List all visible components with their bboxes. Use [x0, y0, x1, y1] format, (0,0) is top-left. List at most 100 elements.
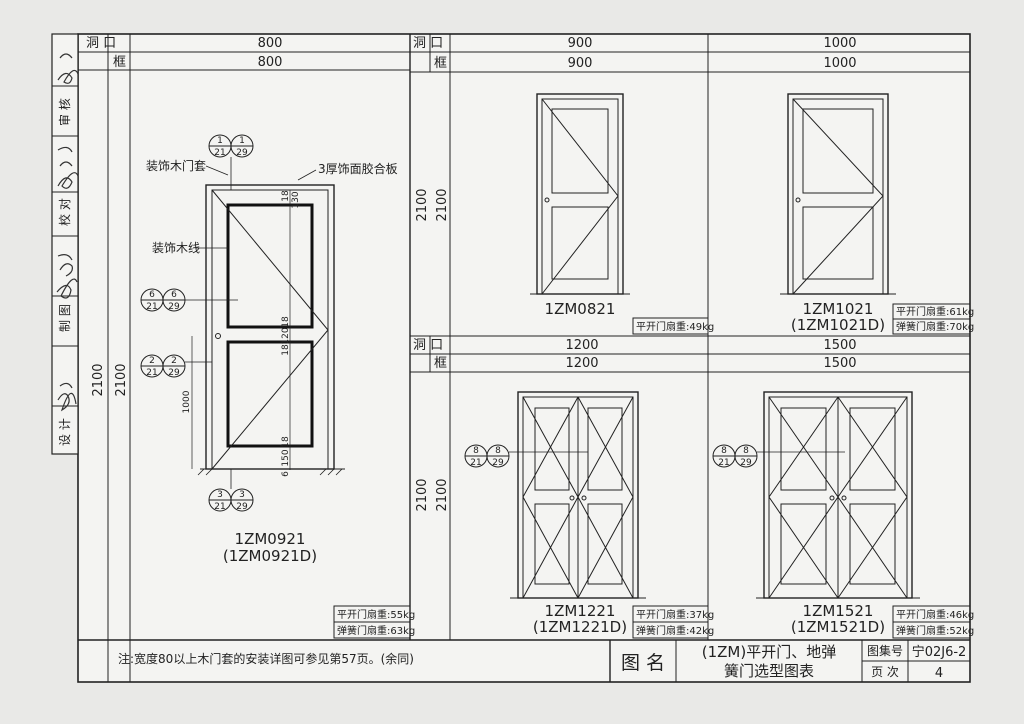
- frame-width-b: 900: [568, 56, 593, 71]
- detail-callout-1: 1 21 1 29: [208, 134, 254, 190]
- review-label: 审 核: [57, 98, 72, 126]
- svg-text:6: 6: [171, 290, 177, 300]
- dim-mid-b: 18: [281, 344, 291, 356]
- frame-width-e: 1500: [823, 356, 856, 371]
- svg-text:8: 8: [473, 446, 479, 456]
- svg-text:6: 6: [149, 290, 155, 300]
- svg-text:29: 29: [168, 368, 180, 378]
- svg-text:2: 2: [149, 356, 155, 366]
- panel-1zm0821: 洞 口 框 900 900 2100 2100 1ZM0821 平开门扇重:49…: [413, 36, 714, 335]
- title-block-label: 图 名: [621, 652, 665, 674]
- dim-130: 130: [291, 191, 301, 208]
- svg-text:8: 8: [721, 446, 727, 456]
- door-handle: [215, 333, 221, 339]
- opening-height-b: 2100: [415, 188, 430, 221]
- dim-handle-height: 1000: [182, 390, 192, 413]
- label-decorative-trim: 装饰木线: [152, 241, 200, 255]
- opening-width-d: 1200: [565, 338, 598, 353]
- weight-swing: 平开门扇重:55kg: [337, 608, 415, 621]
- svg-text:1: 1: [217, 136, 223, 146]
- detail-callout-8-e: 8 21 8 29: [712, 444, 845, 468]
- drawing-title-line-1: (1ZM)平开门、地弹: [702, 643, 836, 661]
- weight-swing-d: 平开门扇重:37kg: [636, 608, 714, 621]
- dim-top: 18: [281, 190, 291, 202]
- svg-text:3: 3: [239, 490, 245, 500]
- frame-width-d: 1200: [565, 356, 598, 371]
- weight-spring-e: 弹簧门扇重:52kg: [896, 624, 974, 637]
- dim-6: 6: [281, 471, 291, 477]
- panel-1zm0921: 洞 口 框 800 800 2100 2100 1 21 1 29 装饰木门套: [78, 34, 415, 682]
- dim-mid-a: 18: [281, 316, 291, 328]
- drawing-note: 注:宽度80以上木门套的安装详图可参见第57页。(余同): [118, 651, 414, 666]
- svg-text:1: 1: [239, 136, 245, 146]
- door-code-b: 1ZM0821: [545, 300, 616, 318]
- weight-spring: 弹簧门扇重:63kg: [337, 624, 415, 637]
- dim-bot-a: 18: [281, 436, 291, 448]
- door-upper-panel: [226, 203, 314, 329]
- svg-text:21: 21: [214, 502, 225, 512]
- signature-review: [57, 53, 79, 84]
- door-lower-panel: [226, 340, 314, 448]
- door-swing-indicator: [211, 189, 329, 470]
- svg-text:29: 29: [236, 502, 248, 512]
- drawing-title-line-2: 簧门选型图表: [724, 662, 814, 680]
- svg-text:2: 2: [171, 356, 177, 366]
- detail-callout-2: 2 21 2 29: [140, 354, 212, 378]
- weight-spring-d: 弹簧门扇重:42kg: [636, 624, 714, 637]
- opening-width-e: 1500: [823, 338, 856, 353]
- door-code-e: 1ZM1521: [803, 602, 874, 620]
- door-code-d: 1ZM1221: [545, 602, 616, 620]
- door-code-c: 1ZM1021: [803, 300, 874, 318]
- panel-1zm1521: 1500 1500 8 21 8 29 1ZM1521 (1ZM1521D): [712, 338, 974, 639]
- opening-row-label-d: 洞 口: [413, 338, 443, 353]
- svg-text:3: 3: [217, 490, 223, 500]
- page-label: 页 次: [871, 665, 899, 679]
- frame-height-d: 2100: [435, 478, 450, 511]
- opening-width-b: 900: [568, 36, 593, 51]
- weight-swing-e: 平开门扇重:46kg: [896, 608, 974, 621]
- weight-swing-c: 平开门扇重:61kg: [896, 305, 974, 318]
- signature-draw: [56, 254, 78, 299]
- atlas-label: 图集号: [867, 643, 903, 658]
- svg-text:21: 21: [470, 458, 481, 468]
- signature-design: [57, 382, 77, 412]
- door-code: 1ZM0921: [235, 530, 306, 548]
- detail-callout-8-d: 8 21 8 29: [464, 444, 588, 468]
- door-code-alt-e: (1ZM1521D): [791, 618, 885, 636]
- signature-strip: 设 计 制 图 校 对 审 核: [51, 33, 79, 455]
- frame-row-label: 框: [113, 55, 126, 70]
- svg-text:21: 21: [718, 458, 729, 468]
- panel-1zm1221: 洞 口 框 1200 1200 2100 2100 8 21 8 29 1: [413, 338, 714, 639]
- frame-height: 2100: [114, 363, 129, 396]
- dim-mid-120: 120: [281, 327, 291, 344]
- right-grid: [78, 34, 970, 641]
- svg-text:21: 21: [146, 368, 157, 378]
- svg-text:21: 21: [146, 302, 157, 312]
- panel-1zm1021: 1000 1000 1ZM1021 (1ZM1021D) 平开门扇重:61kg …: [780, 36, 974, 335]
- svg-text:8: 8: [495, 446, 501, 456]
- opening-width: 800: [258, 36, 283, 51]
- svg-text:29: 29: [168, 302, 180, 312]
- opening-row-label: 洞 口: [86, 36, 116, 51]
- signature-check: [57, 146, 79, 189]
- dim-150: 150: [281, 449, 291, 466]
- page-number: 4: [935, 666, 943, 681]
- detail-callout-6: 6 21 6 29: [140, 288, 238, 312]
- frame-width: 800: [258, 55, 283, 70]
- check-label: 校 对: [57, 198, 72, 226]
- design-label: 设 计: [58, 418, 72, 446]
- frame-width-c: 1000: [823, 56, 856, 71]
- draw-label: 制 图: [58, 304, 72, 332]
- weight-swing-b: 平开门扇重:49kg: [636, 320, 714, 333]
- frame-row-label-d: 框: [434, 356, 447, 371]
- door-code-alt: (1ZM0921D): [223, 547, 317, 565]
- svg-text:29: 29: [492, 458, 504, 468]
- door-code-alt-d: (1ZM1221D): [533, 618, 627, 636]
- frame-row-label-b: 框: [434, 56, 447, 71]
- frame-height-b: 2100: [435, 188, 450, 221]
- door-code-alt-c: (1ZM1021D): [791, 316, 885, 334]
- svg-text:8: 8: [743, 446, 749, 456]
- title-block: 图 名 (1ZM)平开门、地弹 簧门选型图表 图集号 宁02J6-2 页 次 4: [609, 640, 970, 682]
- atlas-number: 宁02J6-2: [912, 644, 967, 660]
